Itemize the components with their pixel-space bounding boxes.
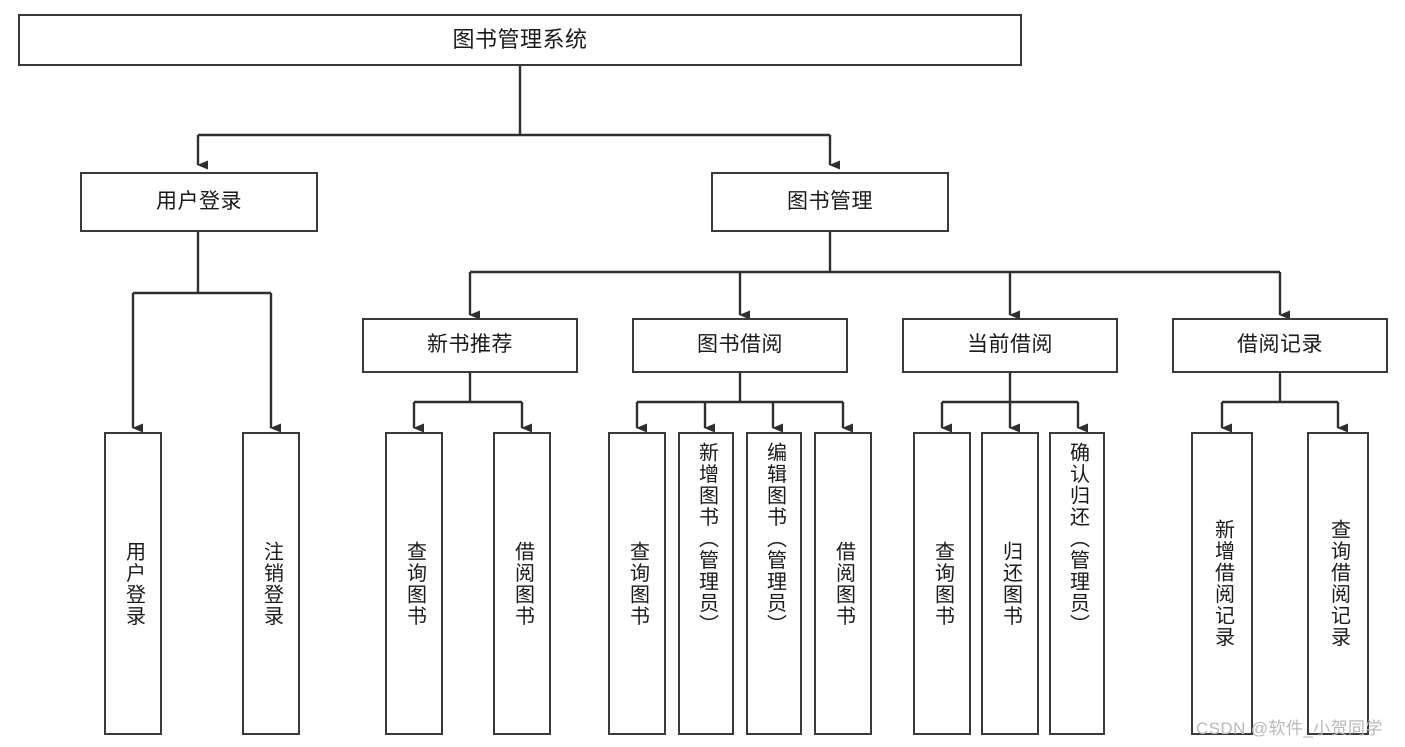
node-label: 确认归还（管理员） (1066, 442, 1089, 636)
leaf-user-login[interactable]: 用户登录 (104, 432, 162, 735)
node-label: 借阅记录 (1237, 333, 1323, 357)
node-new-book-recommend[interactable]: 新书推荐 (362, 318, 578, 373)
leaf-edit-book-admin[interactable]: 编辑图书（管理员） (746, 432, 802, 735)
leaf-confirm-return-admin[interactable]: 确认归还（管理员） (1049, 432, 1105, 735)
node-label: 用户登录 (156, 189, 242, 213)
leaf-query-book-borrow[interactable]: 查询图书 (608, 432, 666, 735)
node-label: 图书借阅 (697, 333, 783, 357)
node-book-borrow[interactable]: 图书借阅 (632, 318, 848, 373)
node-label: 图书管理 (787, 189, 873, 213)
node-label: 查询图书 (626, 540, 649, 627)
node-root-book-management-system[interactable]: 图书管理系统 (18, 14, 1022, 66)
node-label: 用户登录 (122, 540, 145, 627)
node-label: 借阅图书 (511, 540, 534, 627)
csdn-watermark: CSDN @软件_小贺同学 (1196, 719, 1383, 738)
leaf-add-borrow-record[interactable]: 新增借阅记录 (1191, 432, 1253, 735)
node-label: 当前借阅 (967, 333, 1053, 357)
node-label: 图书管理系统 (452, 26, 588, 52)
node-borrow-record[interactable]: 借阅记录 (1172, 318, 1388, 373)
node-user-login[interactable]: 用户登录 (80, 172, 318, 232)
leaf-add-book-admin[interactable]: 新增图书（管理员） (678, 432, 734, 735)
node-label: 借阅图书 (832, 540, 855, 627)
leaf-logout-login[interactable]: 注销登录 (242, 432, 300, 735)
node-label: 编辑图书（管理员） (763, 442, 786, 636)
leaf-query-book-recommend[interactable]: 查询图书 (385, 432, 443, 735)
node-current-borrow[interactable]: 当前借阅 (902, 318, 1118, 373)
leaf-return-book[interactable]: 归还图书 (981, 432, 1039, 735)
node-book-management[interactable]: 图书管理 (711, 172, 949, 232)
node-label: 新增图书（管理员） (695, 442, 718, 636)
leaf-borrow-book-recommend[interactable]: 借阅图书 (493, 432, 551, 735)
node-label: 新增借阅记录 (1211, 519, 1234, 648)
node-label: 查询图书 (403, 540, 426, 627)
leaf-query-book-current[interactable]: 查询图书 (913, 432, 971, 735)
node-label: 注销登录 (260, 540, 283, 627)
node-label: 查询借阅记录 (1327, 519, 1350, 648)
leaf-query-borrow-record[interactable]: 查询借阅记录 (1307, 432, 1369, 735)
node-label: 新书推荐 (427, 333, 513, 357)
leaf-borrow-book[interactable]: 借阅图书 (814, 432, 872, 735)
node-label: 查询图书 (931, 540, 954, 627)
node-label: 归还图书 (999, 540, 1022, 627)
